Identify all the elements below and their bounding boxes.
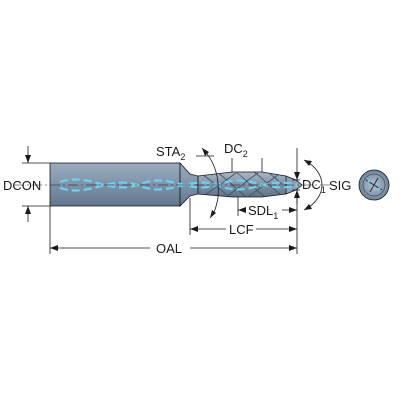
drill-end-view [358,169,390,201]
drill-flute-body [197,171,296,198]
dim-dc2: DC2 [224,141,263,172]
sdl1-label: SDL1 [248,203,278,221]
dim-sig: SIG [303,159,351,211]
coolant-channels [59,178,299,192]
dim-sta2: STA2 [156,144,219,219]
dcon-label: DCON [3,178,41,193]
dc1-label: DC1 [302,177,326,195]
dim-dc1: DC1 [292,148,326,204]
dim-sdl1: SDL1 [237,197,297,221]
oal-label: OAL [156,241,182,256]
dim-lcf: LCF [189,198,297,237]
sta2-label: STA2 [156,144,185,162]
sig-label: SIG [329,178,351,193]
lcf-label: LCF [229,222,254,237]
dim-dcon: DCON [3,146,50,222]
dc2-label: DC2 [224,141,248,159]
drill-body [49,161,303,207]
drill-shank [49,162,181,207]
